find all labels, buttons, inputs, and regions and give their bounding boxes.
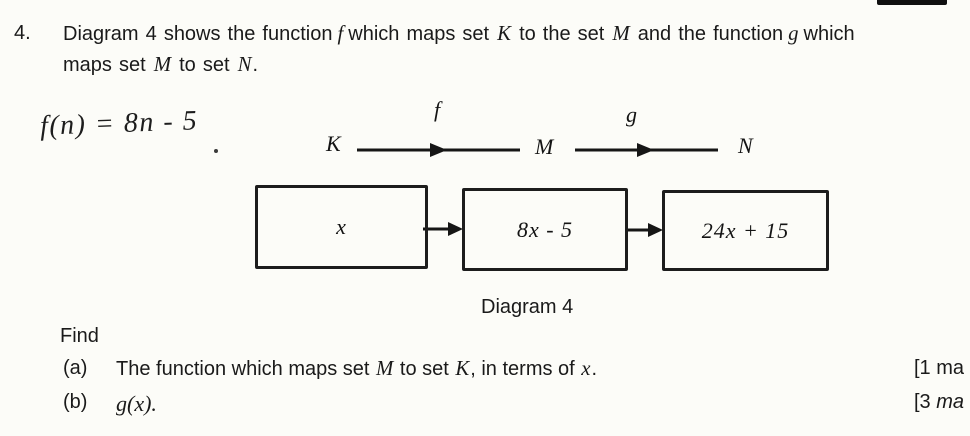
arrow-k-to-m	[357, 143, 520, 157]
item-a-text: The function which maps set M to set K, …	[116, 357, 597, 381]
item-b-label: (b)	[63, 391, 88, 413]
item-a-segment: to set	[394, 358, 455, 380]
var-m: M	[153, 53, 172, 76]
item-a-segment: .	[591, 358, 598, 380]
box-f-output: 8x - 5	[462, 188, 628, 271]
scan-edge-mark	[877, 0, 947, 5]
var-m: M	[376, 357, 394, 380]
question-segment: maps set	[63, 54, 153, 76]
question-segment: to set	[172, 54, 237, 76]
question-number: 4.	[14, 22, 31, 44]
arrow-box1-to-box2	[423, 222, 463, 236]
set-label-n: N	[738, 133, 753, 158]
handwritten-annotation: f(n) = 8n - 5	[39, 105, 199, 142]
question-text-line2: maps set M to set N.	[63, 53, 258, 77]
expression-gx: g(x).	[116, 391, 157, 416]
item-a-marks: [1 ma	[914, 357, 965, 379]
function-label-f: f	[434, 97, 441, 122]
var-x: x	[581, 357, 591, 380]
question-segment: .	[252, 54, 258, 76]
set-label-m: M	[535, 134, 554, 159]
question-segment: and the function	[630, 23, 784, 45]
box-input-x: x	[255, 185, 428, 269]
item-a-label: (a)	[63, 357, 88, 379]
var-n: N	[237, 53, 252, 76]
question-segment: which	[803, 23, 855, 45]
question-segment: which maps set	[348, 23, 497, 45]
function-label-g: g	[626, 102, 637, 127]
question-segment: Diagram 4 shows the function	[63, 23, 333, 45]
var-k: K	[497, 22, 512, 45]
item-b-marks: [3 ma	[914, 391, 964, 414]
diagram-caption: Diagram 4	[481, 296, 574, 318]
item-b-text: g(x).	[116, 391, 157, 417]
arrow-box2-to-box3	[625, 223, 663, 237]
var-m: M	[612, 22, 630, 45]
find-label: Find	[60, 325, 99, 347]
set-label-k: K	[326, 131, 341, 156]
question-segment: to the set	[512, 23, 612, 45]
item-b-marks-word: ma	[936, 391, 965, 413]
item-b-marks-number: [3	[914, 391, 937, 413]
item-a-segment: The function which maps set	[116, 358, 376, 380]
box-g-output: 24x + 15	[662, 190, 829, 271]
arrow-m-to-n	[575, 143, 718, 157]
var-f: f	[337, 22, 344, 45]
stray-ink-dot	[214, 149, 218, 153]
var-k: K	[455, 357, 470, 380]
item-a-segment: , in terms of	[470, 358, 581, 380]
var-g: g	[788, 22, 799, 45]
